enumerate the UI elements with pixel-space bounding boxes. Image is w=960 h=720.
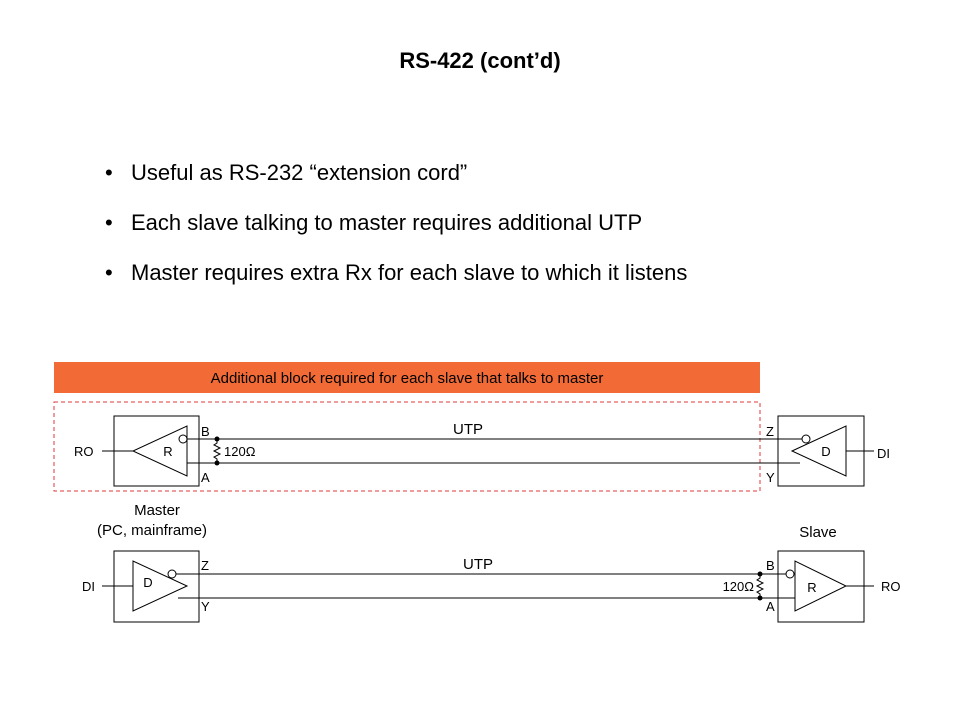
bullet-text: Master requires extra Rx for each slave … (131, 260, 688, 285)
bottom-driver-label: D (143, 575, 152, 590)
bottom-pin-a: A (766, 599, 775, 614)
bullet-item: • Master requires extra Rx for each slave… (105, 258, 687, 308)
bullet-item: • Each slave talking to master requires a… (105, 208, 687, 258)
top-receiver-triangle (131, 425, 188, 477)
bottom-ro-label: RO (881, 579, 901, 594)
top-driver-label: D (821, 444, 830, 459)
slide-title: RS-422 (cont’d) (399, 48, 561, 73)
top-pin-a: A (201, 470, 210, 485)
bottom-pin-b: B (766, 558, 775, 573)
banner-text: Additional block required for each slave… (211, 370, 604, 387)
bullet-dot: • (105, 210, 113, 235)
top-pin-y: Y (766, 470, 775, 485)
bullet-item: • Useful as RS-232 “extension cord” (105, 158, 687, 208)
top-ro-label: RO (74, 444, 94, 459)
top-di-label: DI (877, 446, 890, 461)
additional-block-dashed-box (53, 401, 761, 492)
bottom-terminator-label: 120Ω (723, 579, 755, 594)
top-driver-invert-bubble (801, 434, 811, 444)
bottom-utp-label: UTP (463, 556, 493, 573)
bottom-di-label: DI (82, 579, 95, 594)
bullet-dot: • (105, 260, 113, 285)
top-receiver-invert-bubble (178, 434, 188, 444)
top-terminator-label: 120Ω (224, 444, 256, 459)
bottom-terminator-resistor (755, 574, 765, 598)
top-pin-z: Z (766, 424, 774, 439)
bottom-receiver-label: R (807, 580, 816, 595)
bottom-pin-z: Z (201, 558, 209, 573)
master-label-line2: (PC, mainframe) (97, 522, 207, 539)
bullet-text: Each slave talking to master requires ad… (131, 210, 643, 235)
bottom-pin-y: Y (201, 599, 210, 614)
bottom-receiver-invert-bubble (785, 569, 795, 579)
bullet-list: • Useful as RS-232 “extension cord” • Each… (105, 158, 687, 308)
banner-background (54, 362, 760, 393)
slave-label: Slave (799, 524, 837, 541)
bullet-dot: • (105, 160, 113, 185)
top-receiver-label: R (163, 444, 172, 459)
bottom-receiver-triangle (794, 560, 848, 612)
bottom-driver-invert-bubble (167, 569, 177, 579)
top-pin-b: B (201, 424, 210, 439)
top-terminator-resistor (212, 439, 222, 463)
bullet-text: Useful as RS-232 “extension cord” (131, 160, 468, 185)
master-label-line1: Master (134, 502, 180, 519)
top-utp-label: UTP (453, 421, 483, 438)
